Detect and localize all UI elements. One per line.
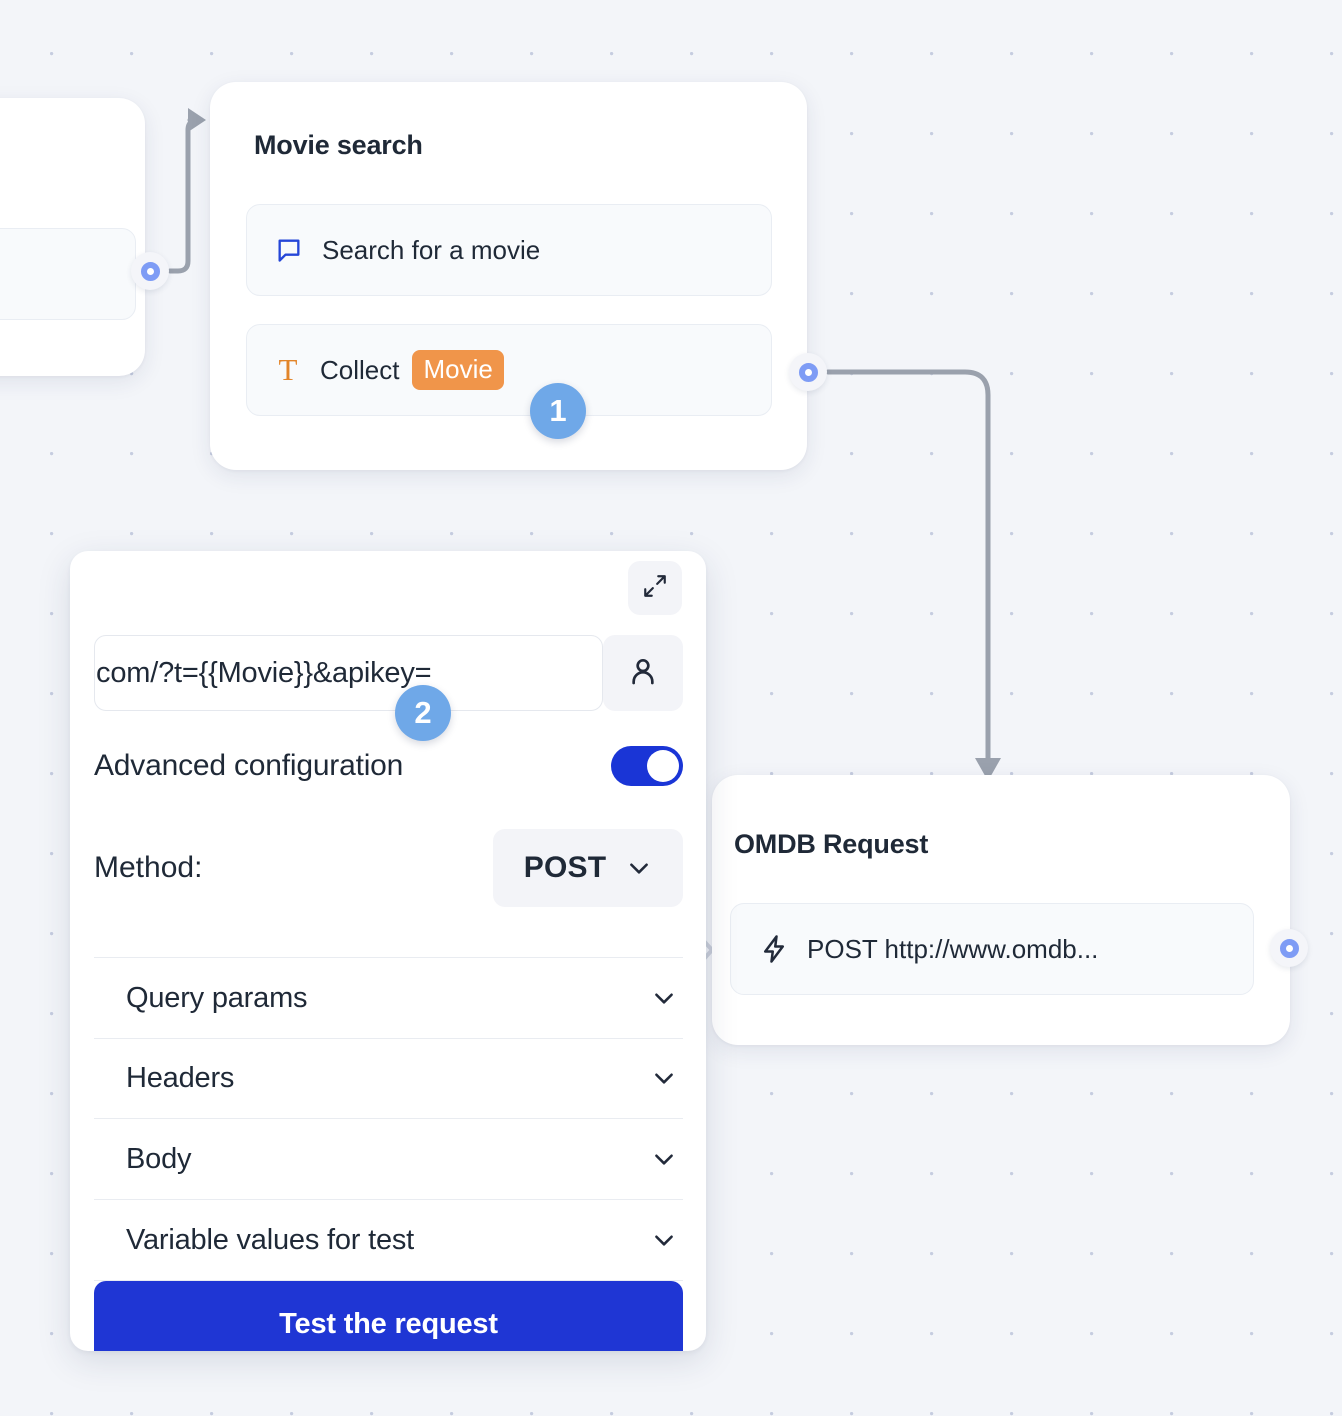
page-title: Movie search: [254, 130, 423, 160]
accordion-item[interactable]: Variable values for test: [94, 1200, 683, 1281]
advanced-configuration-row[interactable]: Advanced configuration: [94, 737, 683, 795]
variable-tag[interactable]: Movie: [412, 350, 504, 390]
accordion-item[interactable]: Query params: [94, 958, 683, 1039]
connector-handle-left-node[interactable]: [131, 252, 169, 290]
request-config-panel[interactable]: pi.com/?t={{Movie}}&apikey= Advanced con…: [70, 551, 706, 1351]
text-t-icon: T: [278, 352, 298, 387]
toggle-knob: [647, 750, 679, 782]
chevron-down-icon[interactable]: [651, 985, 677, 1011]
method-value: POST: [523, 851, 607, 884]
chevron-down-icon: [626, 855, 652, 881]
accordion-item[interactable]: Headers: [94, 1038, 683, 1119]
accordion-label: Variable values for test: [126, 1223, 415, 1256]
connector-handle-movie-search[interactable]: [789, 353, 827, 391]
chevron-down-icon[interactable]: [651, 1146, 677, 1172]
request-url-value: pi.com/?t={{Movie}}&apikey=: [94, 656, 432, 689]
accordion-label: Body: [126, 1142, 192, 1175]
expand-panel-button[interactable]: [628, 561, 682, 615]
node-step-search-for-movie[interactable]: Search for a movie: [246, 204, 772, 296]
step-badge-2: 2: [395, 685, 451, 741]
node-step-post-request[interactable]: POST http://www.omdb...: [730, 903, 1254, 995]
user-variables-button[interactable]: [603, 635, 683, 711]
chat-bubble-icon: [275, 236, 303, 264]
method-select[interactable]: POST: [493, 829, 683, 907]
chevron-down-icon[interactable]: [651, 1065, 677, 1091]
node-step-label: Collect: [320, 354, 400, 385]
request-url-input[interactable]: pi.com/?t={{Movie}}&apikey=: [94, 635, 603, 711]
method-row: Method: POST: [94, 829, 683, 907]
accordion-item[interactable]: Body: [94, 1119, 683, 1200]
accordion-headers: Headers: [94, 1038, 683, 1119]
movie-search-node[interactable]: Movie search Search for a movie T Collec…: [210, 82, 807, 470]
user-icon: [627, 655, 659, 692]
node-step-label: POST http://www.omdb...: [807, 933, 1099, 964]
node-step-collect-variable[interactable]: T Collect Movie: [246, 324, 772, 416]
expand-diagonal-icon: [642, 573, 668, 604]
accordion-label: Headers: [126, 1061, 235, 1094]
partial-node-row[interactable]: [0, 228, 136, 320]
accordion-query-params: Query params: [94, 957, 683, 1039]
test-request-button[interactable]: Test the request: [94, 1281, 683, 1351]
method-label: Method:: [94, 851, 203, 884]
chevron-down-icon[interactable]: [651, 1227, 677, 1253]
omdb-request-node[interactable]: OMDB Request POST http://www.omdb...: [712, 775, 1290, 1045]
accordion-variable-values: Variable values for test: [94, 1200, 683, 1281]
connector-handle-omdb-request[interactable]: [1270, 929, 1308, 967]
lightning-bolt-icon: [759, 934, 789, 964]
step-badge-1: 1: [530, 383, 586, 439]
partial-node-card[interactable]: [0, 98, 145, 376]
advanced-configuration-toggle[interactable]: [611, 746, 683, 786]
accordion-body: Body: [94, 1119, 683, 1200]
accordion-label: Query params: [126, 981, 308, 1014]
advanced-configuration-label: Advanced configuration: [94, 749, 404, 782]
node-step-label: Search for a movie: [322, 234, 541, 265]
omdb-node-title: OMDB Request: [734, 829, 929, 859]
